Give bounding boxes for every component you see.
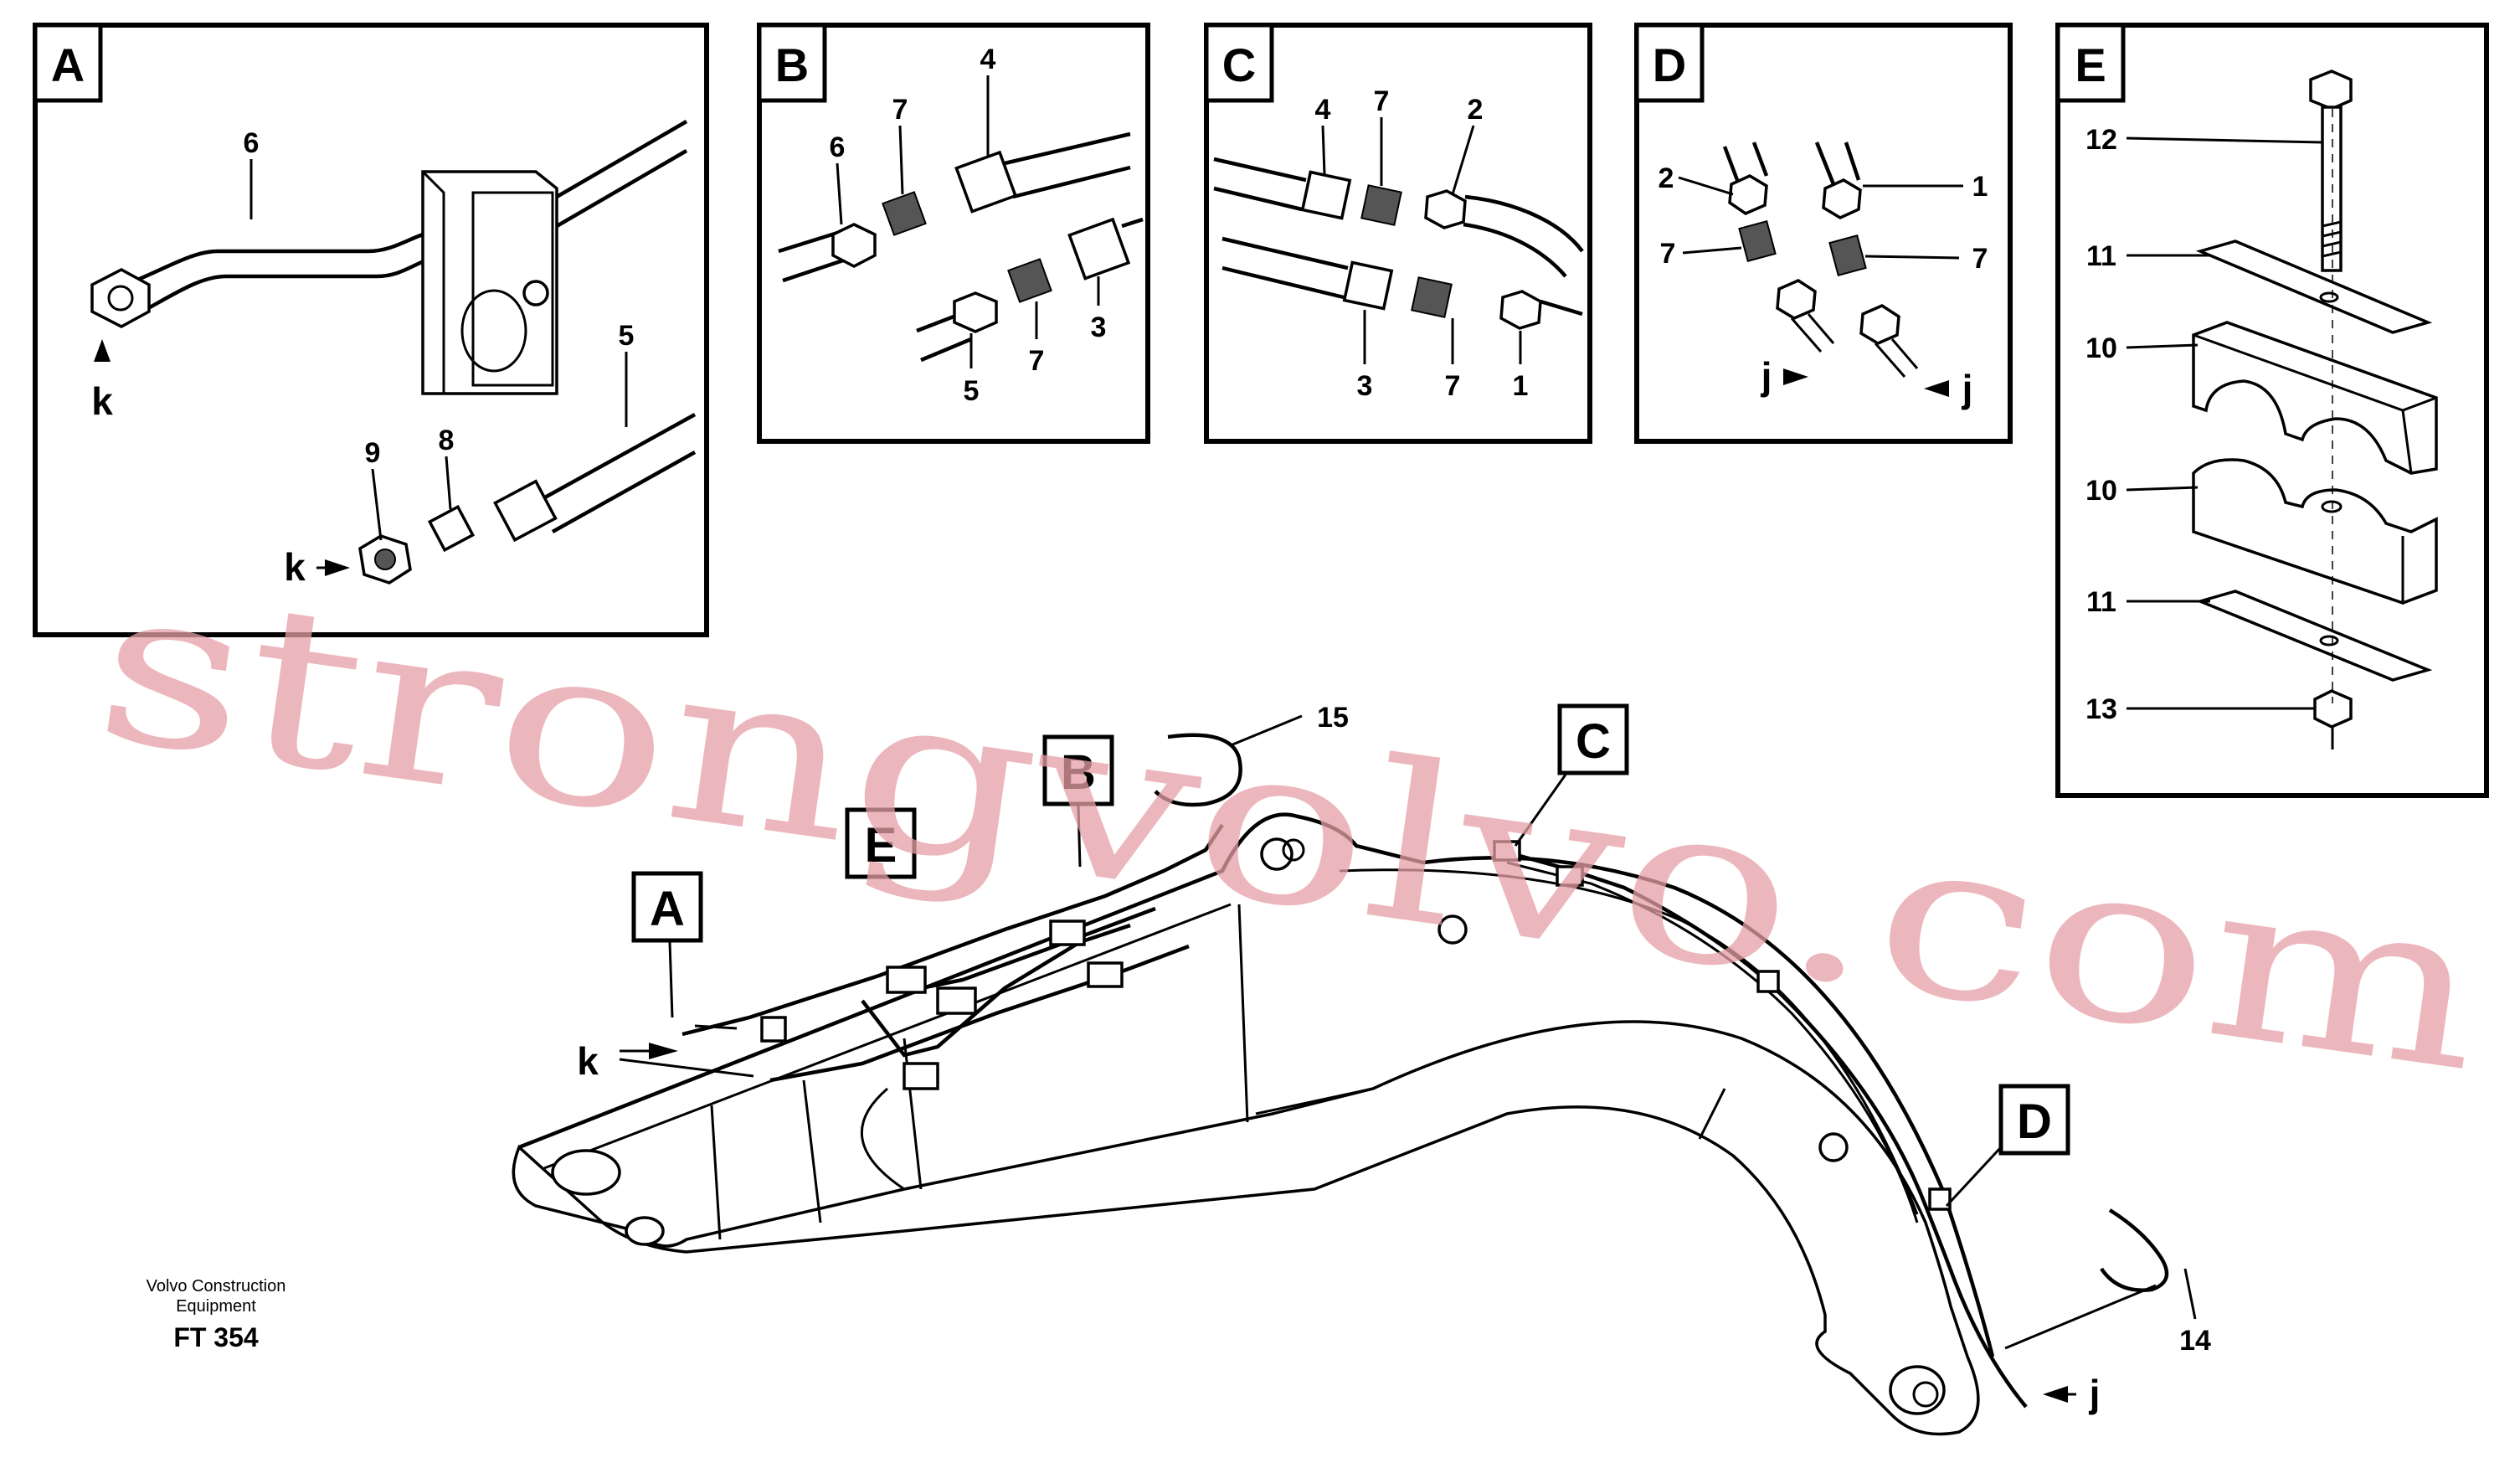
svg-text:C: C [1576, 714, 1611, 769]
panel-a-letter: A [51, 39, 85, 91]
callout-d-7-right: 7 [1972, 243, 1988, 275]
callout-c-3: 3 [1357, 370, 1373, 402]
footer-company-line2: Equipment [176, 1297, 256, 1316]
panel-c-letter: C [1222, 39, 1256, 91]
panel-d-drawing [1722, 142, 1919, 378]
detail-panel-b: B 6 7 4 5 7 3 [757, 23, 1150, 444]
detail-panel-c: C 4 7 2 3 7 1 [1204, 23, 1592, 444]
callout-a-8: 8 [439, 425, 455, 456]
panel-e-letter: E [2075, 39, 2106, 91]
callout-b-6: 6 [830, 131, 846, 163]
footer-figure-code: FT 354 [173, 1322, 259, 1352]
main-label-e: E [845, 807, 917, 879]
main-marker-k: k [577, 1039, 599, 1083]
marker-d-j-left: j [1761, 354, 1772, 398]
panel-d-letter: D [1653, 39, 1686, 91]
callout-d-2: 2 [1659, 162, 1674, 194]
main-label-d: D [1945, 1084, 2070, 1208]
svg-text:B: B [1061, 745, 1096, 800]
callout-c-1: 1 [1513, 370, 1529, 402]
callout-b-7-bottom: 7 [1029, 345, 1045, 377]
detail-panel-e: E 12 11 10 [2055, 23, 2489, 798]
panel-b-drawing [778, 131, 1144, 363]
callout-e-12: 12 [2085, 124, 2117, 156]
main-label-c: C [1514, 703, 1629, 847]
svg-text:E: E [865, 818, 897, 873]
callout-c-7-bottom: 7 [1445, 370, 1461, 402]
callout-b-5: 5 [964, 375, 980, 407]
marker-a-k-top: k [91, 379, 113, 423]
callout-b-7-top: 7 [892, 94, 908, 126]
callout-c-7-top: 7 [1374, 85, 1390, 117]
svg-text:A: A [650, 882, 685, 936]
detail-panel-d: D 2 1 7 7 j j [1634, 23, 2013, 444]
callout-b-3: 3 [1091, 312, 1107, 343]
main-marker-j: j [2089, 1372, 2101, 1415]
boom-drawing [512, 733, 2169, 1436]
callout-e-10-bottom: 10 [2085, 475, 2117, 507]
callout-a-9: 9 [365, 437, 381, 469]
panel-b-letter: B [775, 39, 809, 91]
panel-c-drawing [1213, 157, 1584, 330]
detail-panel-a: A 6 5 [33, 23, 709, 637]
callout-a-5: 5 [619, 320, 635, 352]
callout-main-14: 14 [2179, 1325, 2211, 1357]
clamp-assembly-drawing [2192, 70, 2438, 749]
pipe-6-drawing [90, 120, 688, 395]
callout-c-4: 4 [1315, 94, 1331, 126]
svg-text:D: D [2017, 1095, 2052, 1149]
main-label-b: B [1042, 734, 1114, 868]
callout-d-1: 1 [1972, 171, 1988, 203]
callout-e-13: 13 [2085, 693, 2117, 725]
callout-e-11-bottom: 11 [2086, 586, 2116, 618]
callout-c-2: 2 [1468, 94, 1484, 126]
callout-a-6: 6 [244, 127, 260, 159]
footer-company-line1: Volvo Construction [147, 1277, 286, 1295]
callout-e-10-top: 10 [2085, 332, 2117, 364]
main-label-a: A [631, 871, 703, 1018]
callout-e-11-top: 11 [2086, 240, 2116, 272]
marker-a-k-bottom: k [284, 545, 306, 589]
callout-b-4: 4 [980, 44, 996, 75]
marker-d-j-right: j [1962, 367, 1973, 410]
callout-main-15: 15 [1317, 702, 1349, 734]
callout-d-7-left: 7 [1660, 238, 1676, 270]
